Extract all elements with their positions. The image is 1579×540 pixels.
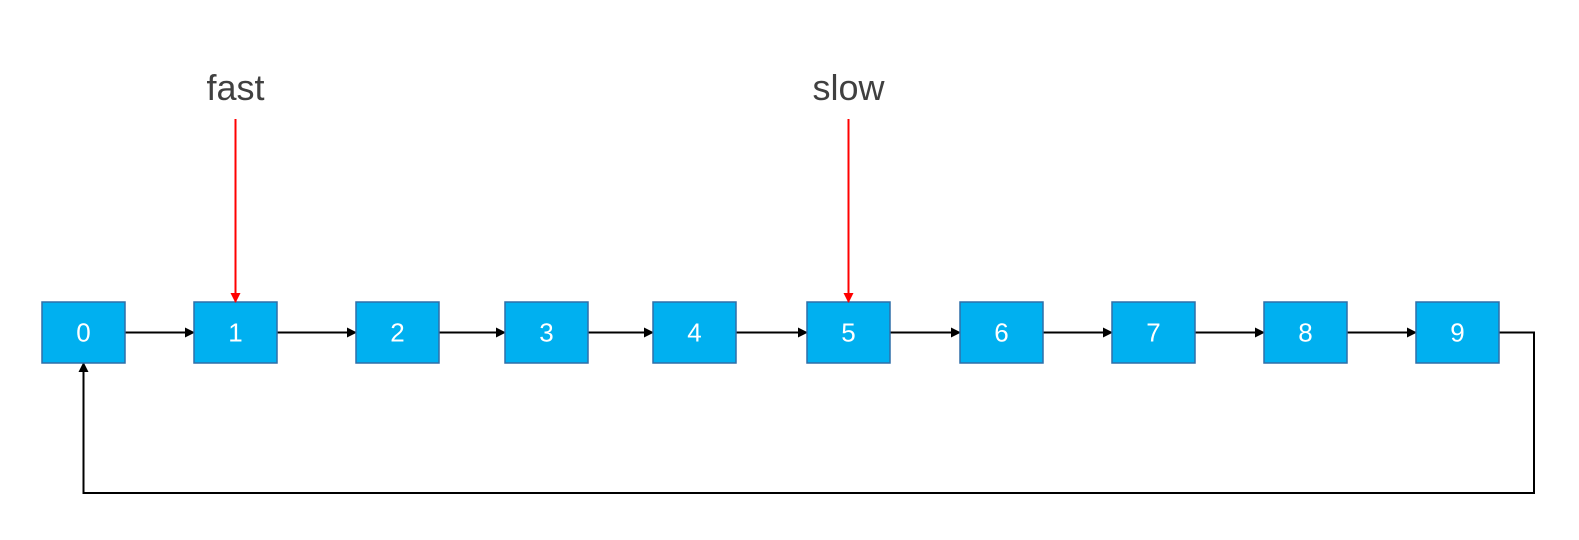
node-label: 5	[841, 318, 855, 348]
node-box	[959, 301, 1044, 364]
node-box	[1111, 301, 1196, 364]
list-node-8: 8	[1263, 301, 1348, 364]
pointer-label: slow	[812, 67, 885, 108]
list-node-5: 5	[806, 301, 891, 364]
node-label: 2	[390, 318, 404, 348]
list-node-7: 7	[1111, 301, 1196, 364]
list-nodes: 0 1 2 3 4 5 6 7 8 9	[41, 301, 1500, 364]
list-node-9: 9	[1415, 301, 1500, 364]
node-label: 4	[687, 318, 701, 348]
node-box	[1263, 301, 1348, 364]
list-node-2: 2	[355, 301, 440, 364]
node-label: 0	[76, 318, 90, 348]
list-node-0: 0	[41, 301, 126, 364]
node-box	[41, 301, 126, 364]
node-box	[806, 301, 891, 364]
node-label: 3	[539, 318, 553, 348]
node-label: 7	[1146, 318, 1160, 348]
list-node-3: 3	[504, 301, 589, 364]
node-box	[504, 301, 589, 364]
pointer-fast: fast	[206, 67, 265, 303]
node-label: 8	[1298, 318, 1312, 348]
node-box	[193, 301, 278, 364]
list-node-6: 6	[959, 301, 1044, 364]
node-label: 6	[994, 318, 1008, 348]
pointer-label: fast	[206, 67, 264, 108]
back-link-arrow-9-to-0	[78, 331, 1535, 494]
pointer-markers: fast slow	[206, 67, 886, 303]
node-box	[652, 301, 737, 364]
node-label: 9	[1450, 318, 1464, 348]
node-links	[78, 327, 1535, 494]
list-node-4: 4	[652, 301, 737, 364]
list-node-1: 1	[193, 301, 278, 364]
node-box	[1415, 301, 1500, 364]
node-box	[355, 301, 440, 364]
node-label: 1	[228, 318, 242, 348]
pointer-slow: slow	[812, 67, 886, 303]
